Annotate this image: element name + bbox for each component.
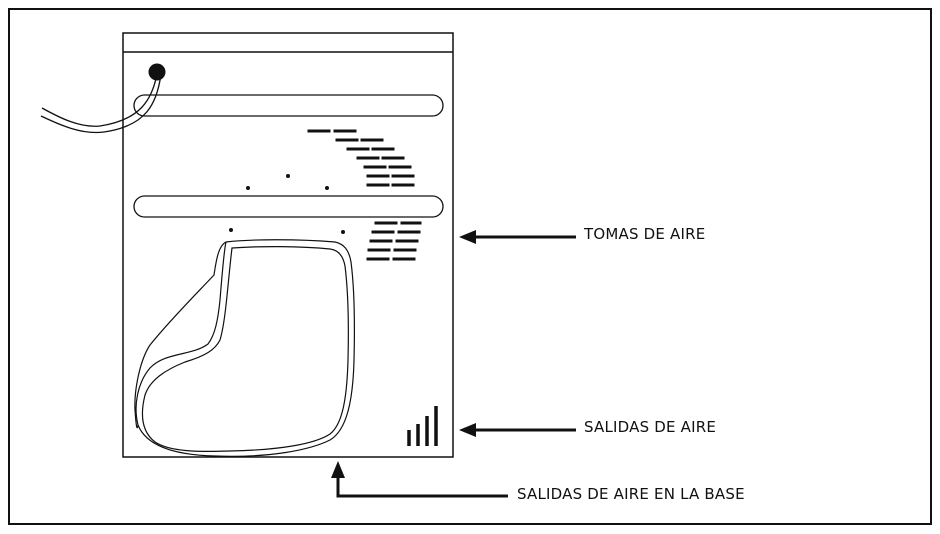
arrow-up-elbow-icon bbox=[331, 461, 508, 498]
control-dots bbox=[229, 174, 345, 234]
base-air-outlets-label: SALIDAS DE AIRE EN LA BASE bbox=[517, 485, 745, 503]
arrow-left-icon bbox=[459, 230, 576, 244]
appliance-outline bbox=[122, 32, 454, 458]
upper-air-intake-vents bbox=[307, 129, 415, 187]
air-intakes-label: TOMAS DE AIRE bbox=[584, 225, 706, 243]
arrow-left-icon bbox=[459, 423, 576, 437]
diagram-frame bbox=[8, 8, 932, 525]
middle-handle-slot bbox=[133, 195, 444, 218]
appliance-body bbox=[122, 32, 454, 458]
power-cord-socket-icon bbox=[148, 63, 166, 81]
boot-door-outline bbox=[134, 239, 355, 457]
lower-air-intake-vents bbox=[366, 221, 422, 261]
air-outlets-label: SALIDAS DE AIRE bbox=[584, 418, 717, 436]
power-cord bbox=[40, 63, 166, 134]
top-handle-slot bbox=[133, 94, 444, 117]
air-outlet-vents bbox=[407, 406, 438, 446]
